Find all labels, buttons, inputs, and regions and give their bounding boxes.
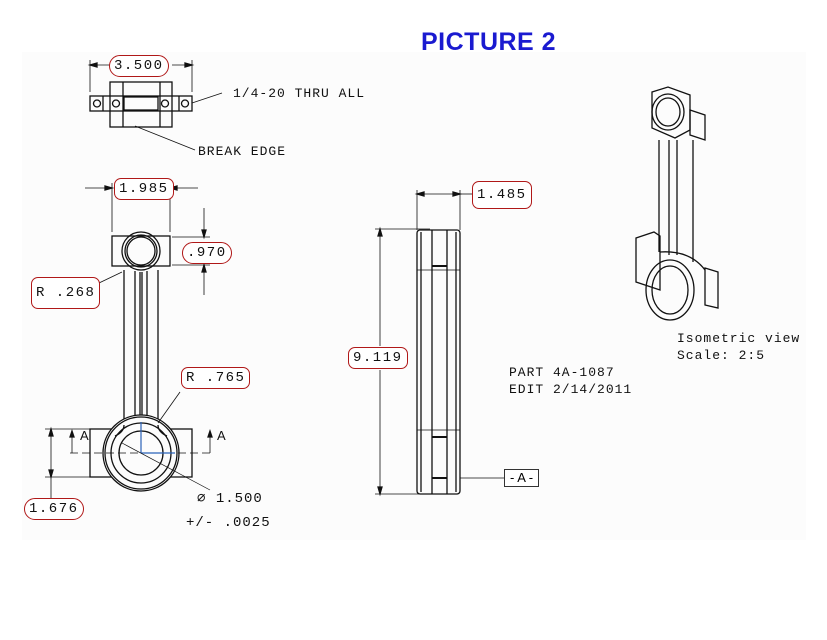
dim-fillet-large: R .765 xyxy=(181,367,251,389)
dim-large-end-height: 1.676 xyxy=(24,498,84,520)
dim-fillet-small: R .268 xyxy=(31,277,101,309)
break-edge-note: BREAK EDGE xyxy=(198,144,287,159)
dim-small-end-height: .970 xyxy=(182,242,232,264)
datum-a: - A - xyxy=(504,469,540,487)
iso-scale: Scale: 2:5 xyxy=(677,348,766,363)
picture-title: PICTURE 2 xyxy=(421,28,557,56)
side-view-rod xyxy=(375,190,504,497)
dim-cap-width: 3.500 xyxy=(109,55,169,77)
front-view-rod xyxy=(45,183,213,500)
dim-small-end-width: 1.985 xyxy=(114,178,174,200)
edit-date: EDIT 2/14/2011 xyxy=(509,382,633,397)
section-label-left: A xyxy=(80,428,90,443)
hole-note: 1/4-20 THRU ALL xyxy=(233,86,366,101)
part-number: PART 4A-1087 xyxy=(509,365,615,380)
top-view-cap xyxy=(87,60,223,151)
isometric-view xyxy=(635,86,719,321)
iso-caption: Isometric view xyxy=(677,331,801,346)
dim-overall-length: 9.119 xyxy=(348,347,408,369)
bore-diameter: ∅ 1.500 xyxy=(197,491,263,507)
dim-thickness: 1.485 xyxy=(472,181,532,209)
bore-tolerance: +/- .0025 xyxy=(186,515,271,531)
section-label-right: A xyxy=(217,428,227,443)
